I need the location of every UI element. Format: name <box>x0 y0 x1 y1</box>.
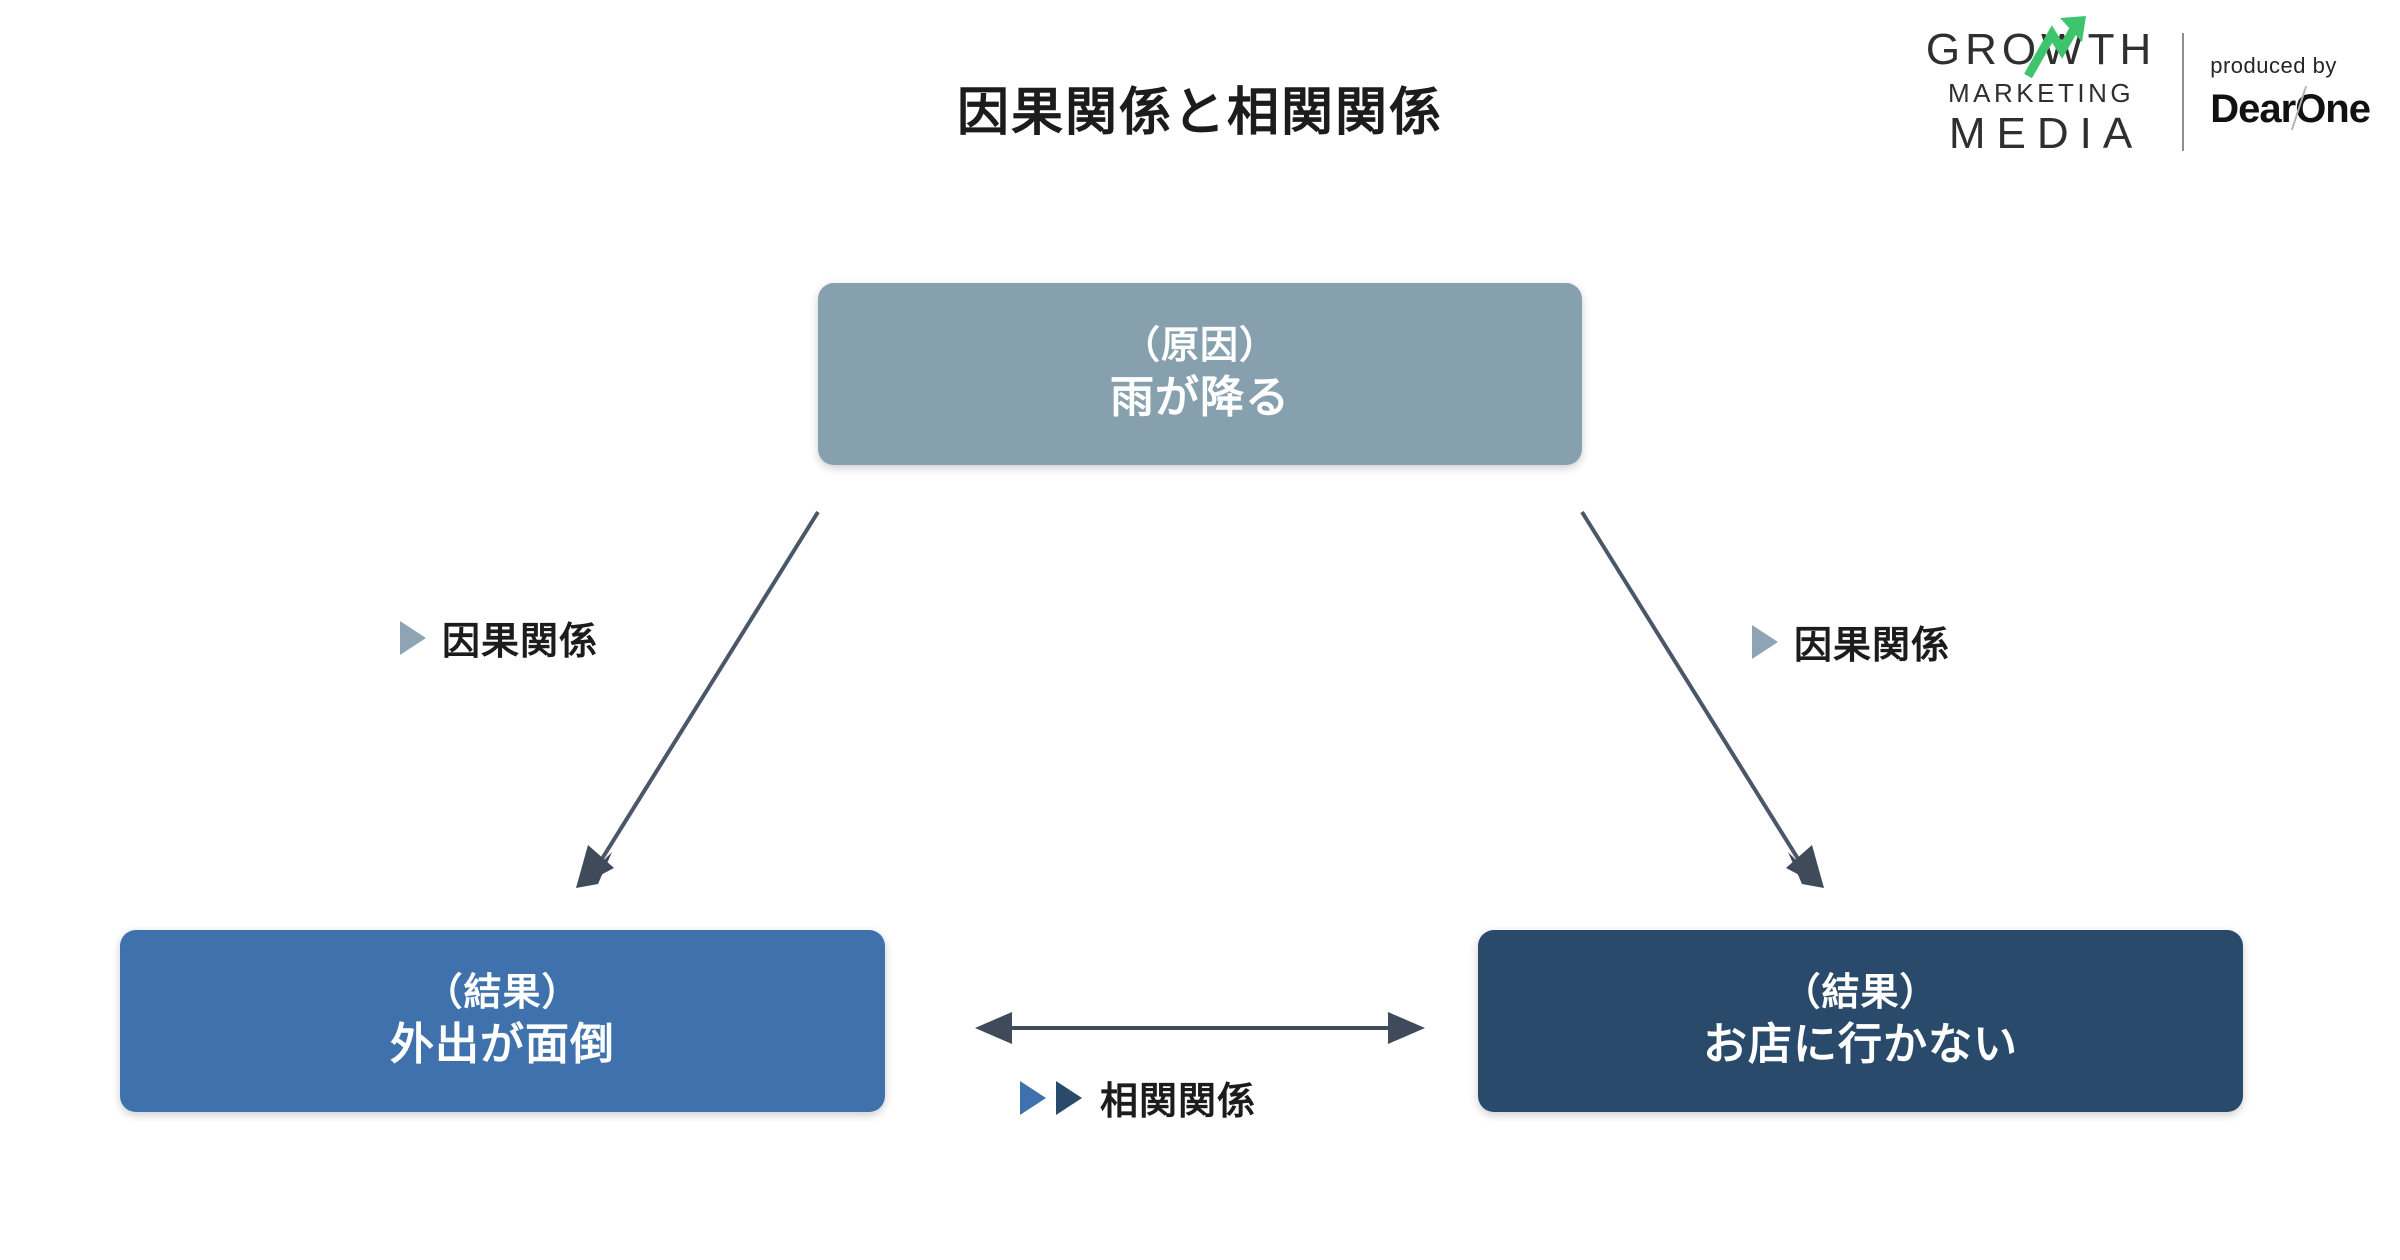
triangle-marker-blue-icon <box>1020 1080 1046 1115</box>
node-effect-left-line2: 外出が面倒 <box>390 1020 615 1070</box>
label-causal-left-text: 因果関係 <box>442 621 599 663</box>
dearone-label: DearOne <box>2210 87 2371 131</box>
logo-line-marketing: MARKETING <box>1948 78 2135 108</box>
node-effect-right-line2: お店に行かない <box>1703 1020 2018 1070</box>
arrow-cause-to-effect-right <box>1580 510 1824 888</box>
node-cause-line2: 雨が降る <box>1110 373 1290 423</box>
node-cause-line1: （原因） <box>1121 324 1278 367</box>
growth-marketing-media-logo: GROWTH MARKETING MEDIA <box>1925 16 2157 158</box>
node-effect-right-box[interactable]: （結果） お店に行かない <box>1478 930 2243 1112</box>
brand-logo: GROWTH MARKETING MEDIA produced by DearO… <box>1925 16 2371 158</box>
logo-divider <box>2182 33 2185 151</box>
node-effect-right-line1: （結果） <box>1782 971 1939 1014</box>
label-causal-right: 因果関係 <box>1752 614 1950 669</box>
label-causal-left: 因果関係 <box>400 610 598 665</box>
triangle-marker-icon <box>1752 624 1778 659</box>
produced-by-label: produced by <box>2210 53 2337 78</box>
logo-line-growth: GROWTH <box>1925 25 2157 74</box>
triangle-marker-navy-icon <box>1056 1080 1082 1115</box>
arrow-correlation-bidirectional <box>975 1012 1425 1044</box>
triangle-marker-icon <box>400 620 426 655</box>
logo-line-media: MEDIA <box>1948 109 2144 158</box>
label-causal-right-text: 因果関係 <box>1794 625 1951 667</box>
node-effect-left-box[interactable]: （結果） 外出が面倒 <box>120 930 885 1112</box>
page-title: 因果関係と相関関係 <box>956 84 1443 142</box>
node-effect-left-line1: （結果） <box>424 971 581 1014</box>
produced-by-block: produced by DearOne <box>2210 53 2371 131</box>
arrow-cause-to-effect-left <box>576 510 820 888</box>
label-correlation-text: 相関関係 <box>1100 1081 1257 1123</box>
dearone-logo: DearOne <box>2210 85 2371 131</box>
label-correlation: 相関関係 <box>1020 1070 1256 1125</box>
node-cause-box[interactable]: （原因） 雨が降る <box>818 283 1582 465</box>
